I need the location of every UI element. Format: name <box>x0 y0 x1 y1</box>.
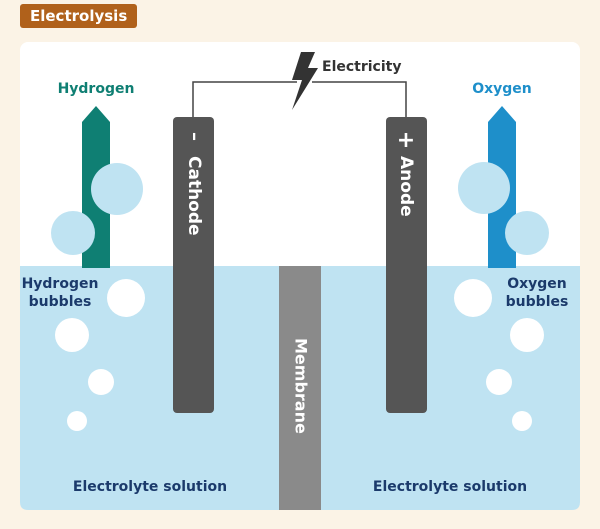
oxygen-bubble <box>510 318 544 352</box>
hydrogen-bubble <box>88 369 114 395</box>
hydrogen-label: Hydrogen <box>58 81 135 97</box>
anode-label: Anode <box>396 156 416 217</box>
oxygen-bubble <box>454 279 492 317</box>
oxygen-bubble <box>486 369 512 395</box>
anode-sign: + <box>397 128 415 153</box>
cathode-electrode <box>173 117 214 413</box>
oxygen-bubble <box>505 211 549 255</box>
electricity-label: Electricity <box>322 59 401 75</box>
hydrogen-bubble <box>67 411 87 431</box>
oxygen-label: Oxygen <box>472 81 532 97</box>
anode-electrode <box>386 117 427 413</box>
membrane <box>279 266 321 510</box>
lightning-bolt-icon <box>292 52 318 110</box>
cathode-sign: – <box>184 132 205 141</box>
diagram-title: Electrolysis <box>20 4 138 28</box>
oxygen-bubbles-label-line2: bubbles <box>506 294 569 310</box>
wire-left <box>192 81 297 118</box>
hydrogen-bubble <box>51 211 95 255</box>
wire-right <box>312 81 407 118</box>
oxygen-bubble <box>512 411 532 431</box>
oxygen-bubble <box>458 162 510 214</box>
electrolyte-solution-right-label: Electrolyte solution <box>373 479 527 495</box>
hydrogen-bubbles-label-line1: Hydrogen <box>22 276 99 292</box>
hydrogen-bubble <box>55 318 89 352</box>
electrolyte-solution-left-label: Electrolyte solution <box>73 479 227 495</box>
hydrogen-bubble <box>107 279 145 317</box>
hydrogen-bubbles-label-line2: bubbles <box>29 294 92 310</box>
hydrogen-bubble <box>91 163 143 215</box>
membrane-label: Membrane <box>292 338 311 434</box>
oxygen-bubbles-label-line1: Oxygen <box>507 276 567 292</box>
cathode-label: Cathode <box>184 156 204 236</box>
